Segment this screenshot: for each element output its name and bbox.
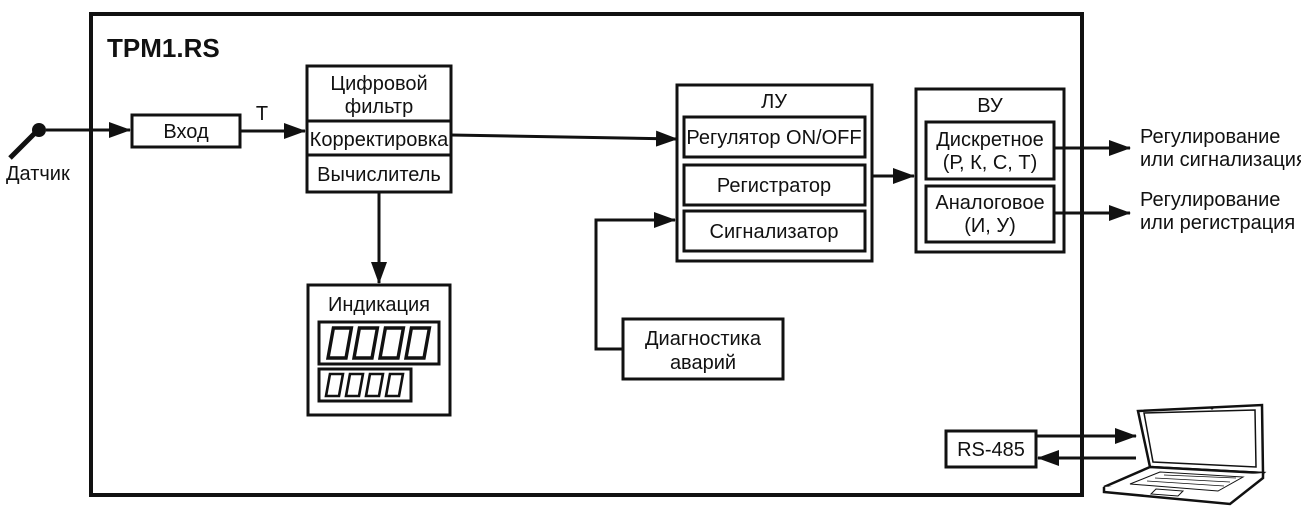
- indication-label: Индикация: [328, 294, 430, 316]
- display-digit: [344, 372, 365, 398]
- lu-item-registrator: [682, 163, 867, 207]
- display-digit: [325, 326, 354, 360]
- diagnostics-label-2: аварий: [670, 352, 736, 374]
- input-label: Вход: [163, 121, 209, 143]
- calculator-label: Вычислитель: [317, 164, 441, 186]
- filter-to-lu-arrow: [450, 130, 678, 147]
- diagnostics-to-lu-arrow: [594, 212, 676, 351]
- vu-analog-label-2: (И, У): [964, 215, 1016, 237]
- vu-analog-box: [924, 184, 1056, 244]
- laptop-icon: [1102, 403, 1267, 506]
- discrete-output-label-1: Регулирование: [1140, 126, 1280, 148]
- filter-label-1: Цифровой: [330, 73, 427, 95]
- lu-item-registrator-label: Регистратор: [717, 175, 831, 197]
- lu-item-regulator-label: Регулятор ON/OFF: [686, 127, 861, 149]
- display-bottom-digits: [324, 372, 405, 398]
- filter-label-2: фильтр: [345, 96, 413, 118]
- vu-discrete-label-2: (Р, К, С, Т): [943, 152, 1038, 174]
- display-top-digits: [325, 326, 432, 360]
- diagnostics-label-1: Диагностика: [645, 328, 762, 350]
- display-digit: [384, 372, 405, 398]
- analog-output-label-2: или регистрация: [1140, 212, 1295, 234]
- vu-discrete-label-1: Дискретное: [936, 129, 1044, 151]
- display-digit: [351, 326, 380, 360]
- vu-discrete-box: [924, 120, 1056, 181]
- device-frame: [89, 12, 1084, 497]
- rs485-label: RS-485: [957, 439, 1025, 461]
- device-title: TPM1.RS: [107, 33, 220, 63]
- lu-item-signalizer: [682, 209, 867, 253]
- vu-label: ВУ: [977, 95, 1003, 117]
- display-digit: [324, 372, 345, 398]
- sensor-label: Датчик: [6, 163, 70, 185]
- signal-t-label: T: [256, 103, 268, 125]
- lu-item-signalizer-label: Сигнализатор: [710, 221, 839, 243]
- lu-label: ЛУ: [761, 91, 787, 113]
- display-digit: [364, 372, 385, 398]
- vu-analog-label-1: Аналоговое: [935, 192, 1044, 214]
- analog-output-label-1: Регулирование: [1140, 189, 1280, 211]
- rs485-box: [944, 429, 1038, 469]
- display-digit: [377, 326, 406, 360]
- filter-block: [305, 64, 453, 194]
- sensor-icon: [8, 123, 46, 160]
- correction-label: Корректировка: [310, 129, 450, 151]
- lu-item-regulator: [682, 115, 867, 159]
- discrete-output-label-2: или сигнализация: [1140, 149, 1301, 171]
- display-digit: [403, 326, 432, 360]
